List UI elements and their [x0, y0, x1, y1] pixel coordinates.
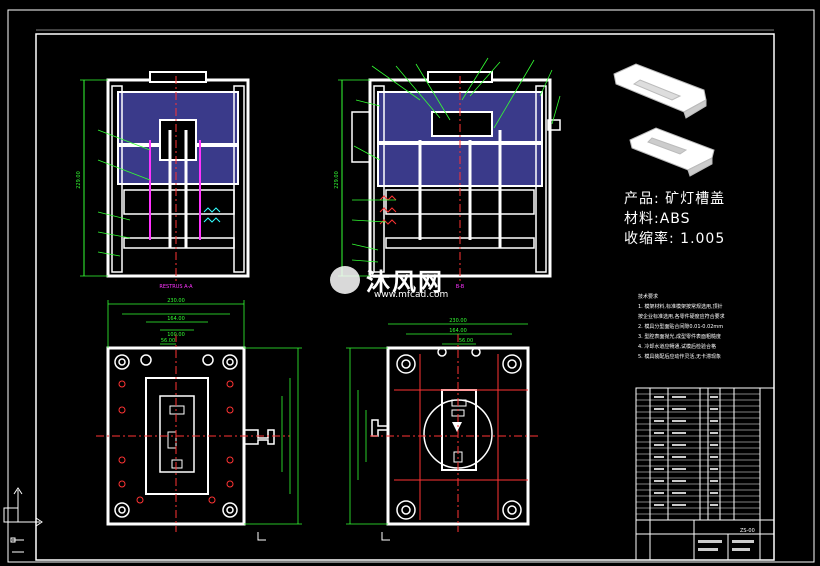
tech-note-line: 1. 模架材料,标准模架按常规选用,顶针: [638, 304, 723, 310]
left-164-dim: 164.00: [167, 316, 185, 322]
tech-note-line: 5. 模具装配后应动作灵活,无卡滞现象: [638, 354, 721, 360]
shrinkage: 收缩率: 1.005: [624, 231, 726, 247]
left-section-label: RESTRUS A-A: [159, 284, 193, 290]
bom-rows: [636, 393, 760, 515]
left-56-dim: 56.00: [161, 338, 175, 344]
title-block: [635, 387, 775, 561]
tech-note-line: 按企业标准选用,各零件硬度应符合要求: [638, 314, 725, 320]
left-section-view: [80, 71, 250, 282]
product-name: 产品: 矿灯槽盖: [624, 191, 726, 207]
drawing-number: ZS-00: [740, 528, 755, 534]
product-iso-bottom: [629, 127, 715, 177]
right-164-dim: 164.00: [449, 328, 467, 334]
bom-cell-marks: [654, 396, 754, 551]
right-56-dim: 56.00: [459, 338, 473, 344]
right-section-view: [338, 57, 561, 282]
watermark-logo-icon: [330, 266, 360, 294]
product-iso-top: [613, 63, 707, 119]
left-height-dim: 229.00: [76, 171, 82, 189]
view-markers: [257, 532, 390, 541]
material: 材料:ABS: [624, 211, 691, 227]
ucs-icon: [3, 487, 43, 553]
tech-notes: 技术要求 1. 模架材料,标准模架按常规选用,顶针 按企业标准选用,各零件硬度应…: [638, 292, 725, 362]
right-width-dim: 230.00: [449, 318, 467, 324]
right-section-label: B-B: [456, 284, 465, 290]
right-height-dim: 229.00: [334, 171, 340, 189]
tech-note-line: 3. 型腔表面抛光,成型零件表面粗糙度: [638, 334, 721, 340]
tech-note-line: 4. 冷却水道应畅通,试模后检验合格: [638, 344, 716, 350]
watermark-url: www.mfcad.com: [374, 290, 449, 300]
left-width-dim: 230.00: [167, 298, 185, 304]
left-100-dim: 100.00: [167, 332, 185, 338]
right-plan-view: [346, 323, 540, 532]
watermark-brand: 沐风网: [366, 268, 444, 296]
sheet-border: [7, 9, 815, 563]
inner-frame: [35, 33, 775, 561]
left-plan-view: [96, 300, 302, 532]
tech-notes-title: 技术要求: [638, 294, 659, 300]
tech-note-line: 2. 模具分型面贴合间隙0.01-0.02mm: [638, 324, 724, 330]
